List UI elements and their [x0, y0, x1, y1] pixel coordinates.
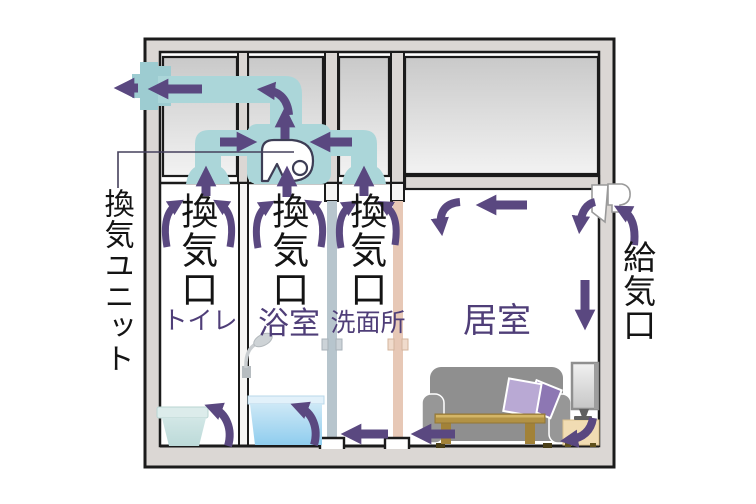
airflow-arrow — [559, 417, 597, 448]
room-name-bathroom: 浴室 — [258, 306, 320, 342]
unit-leader-line — [117, 151, 294, 188]
airflow-arrow — [290, 401, 320, 447]
airflow-arrow — [213, 199, 236, 248]
airflow-arrow — [204, 402, 234, 448]
airflow-arrow — [571, 198, 597, 235]
airflow-arrow — [376, 201, 400, 246]
airflow-arrow — [304, 199, 327, 248]
room-name-living: 居室 — [463, 301, 531, 341]
airflow-arrow — [335, 200, 358, 249]
airflow-arrow — [161, 199, 184, 248]
airflow-arrows — [113, 77, 639, 448]
airflow-arrow — [430, 198, 461, 237]
airflow-arrow — [613, 205, 639, 246]
supply-vent-label: 給気口 — [617, 240, 657, 342]
bathroom-vent-label: 換気口 — [265, 192, 309, 309]
tv — [570, 361, 600, 420]
sofa-cushions — [502, 377, 563, 420]
airflow-arrow — [252, 200, 275, 249]
airflow-arrow — [256, 81, 293, 116]
interior-walls — [160, 182, 599, 449]
toilet-fixture — [156, 406, 209, 446]
room-name-washroom: 洗面所 — [330, 308, 406, 337]
bathroom-door — [321, 201, 343, 438]
washroom-door — [387, 201, 409, 438]
toilet-vent-label: 換気口 — [174, 192, 218, 309]
supply-vent-icon — [591, 183, 631, 224]
attic-panels — [160, 51, 601, 191]
room-name-toilet: トイレ — [162, 306, 238, 335]
ventilation-unit-label: 換気ユニット — [98, 188, 134, 374]
fan-icon — [260, 138, 315, 183]
washroom-vent-label: 換気口 — [343, 192, 387, 309]
shower-icon — [242, 332, 273, 378]
